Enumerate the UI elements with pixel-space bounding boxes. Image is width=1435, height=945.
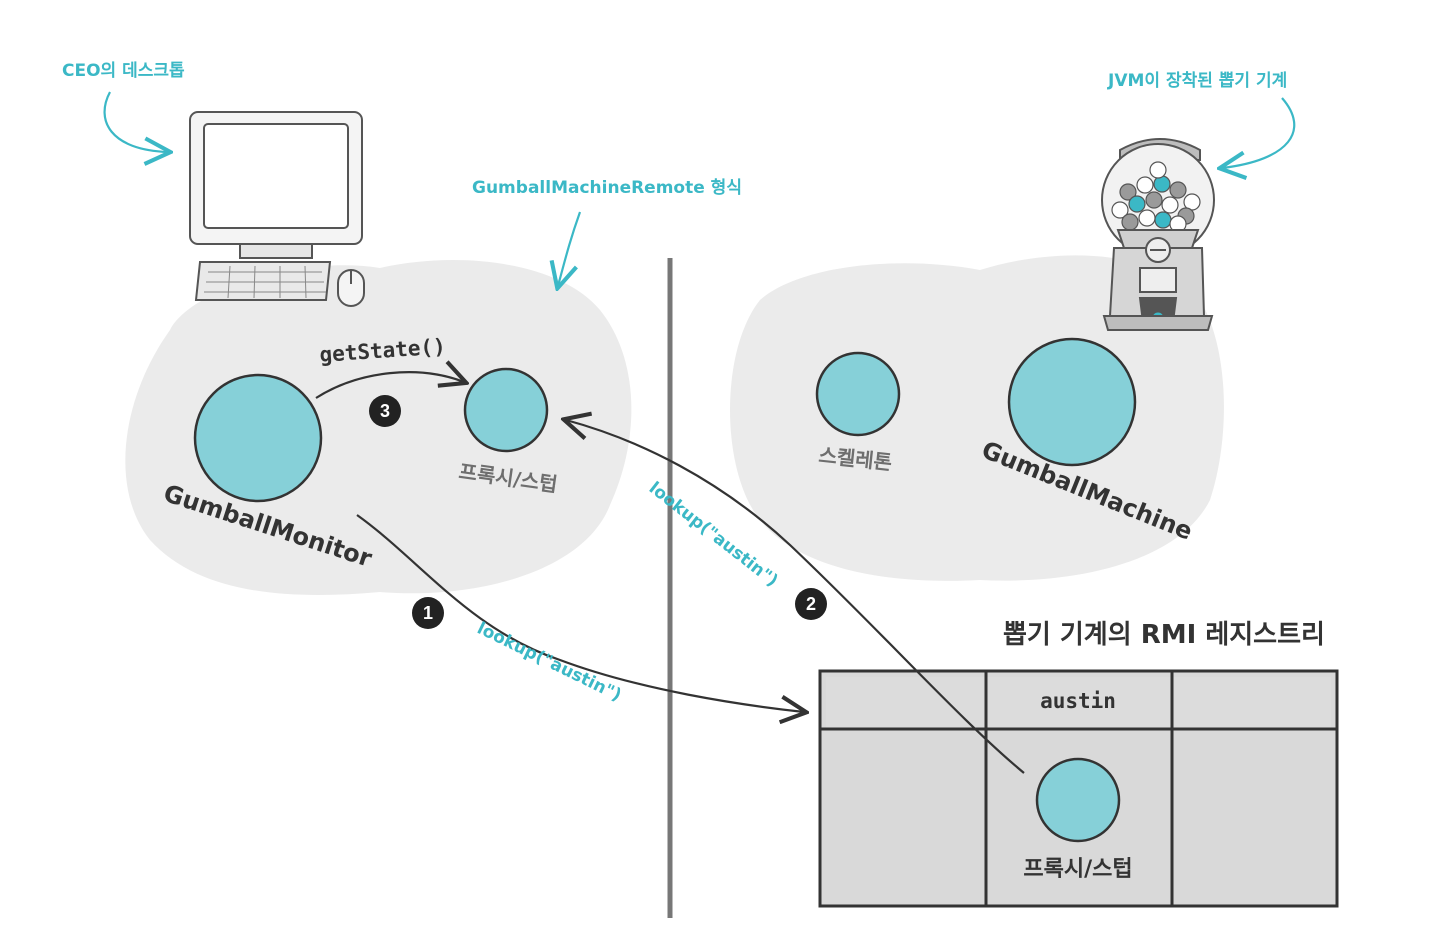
server-heap-cloud <box>730 255 1224 581</box>
gumball-monitor-node <box>193 373 323 503</box>
jvm-machine-pointer <box>1222 97 1296 168</box>
computer-icon <box>189 111 365 307</box>
registry-title: 뽑기 기계의 RMI 레지스트리 <box>1003 620 1325 650</box>
ceo-desktop-label: CEO의 데스크톱 <box>62 61 185 81</box>
ceo-desktop-pointer <box>103 91 168 152</box>
jvm-machine-label: JVM이 장착된 뽑기 기계 <box>1107 71 1287 91</box>
gumball-machine-node <box>1007 337 1137 467</box>
get-state-arrow <box>315 372 464 399</box>
step-1-number: 1 <box>423 603 433 623</box>
client-proxy-node <box>463 367 549 453</box>
remote-type-label: GumballMachineRemote 형식 <box>472 177 742 198</box>
registry-entry-name: austin <box>1040 689 1116 713</box>
remote-type-pointer <box>558 211 582 286</box>
registry-proxy-label: 프록시/스텁 <box>1023 857 1132 882</box>
step-3-badge <box>369 395 401 427</box>
step-2-badge <box>795 588 827 620</box>
gumball-machine-icon <box>1101 138 1215 331</box>
step-3-number: 3 <box>380 401 390 421</box>
client-heap-cloud <box>125 260 632 596</box>
lookup-2-arrow <box>566 420 1025 774</box>
registry-proxy-node <box>1035 757 1121 843</box>
step-2-number: 2 <box>806 594 816 614</box>
skeleton-node <box>815 351 901 437</box>
lookup-1-arrow <box>356 514 804 712</box>
step-1-badge <box>412 597 444 629</box>
lookup-1-label: lookup("austin") <box>474 619 625 706</box>
